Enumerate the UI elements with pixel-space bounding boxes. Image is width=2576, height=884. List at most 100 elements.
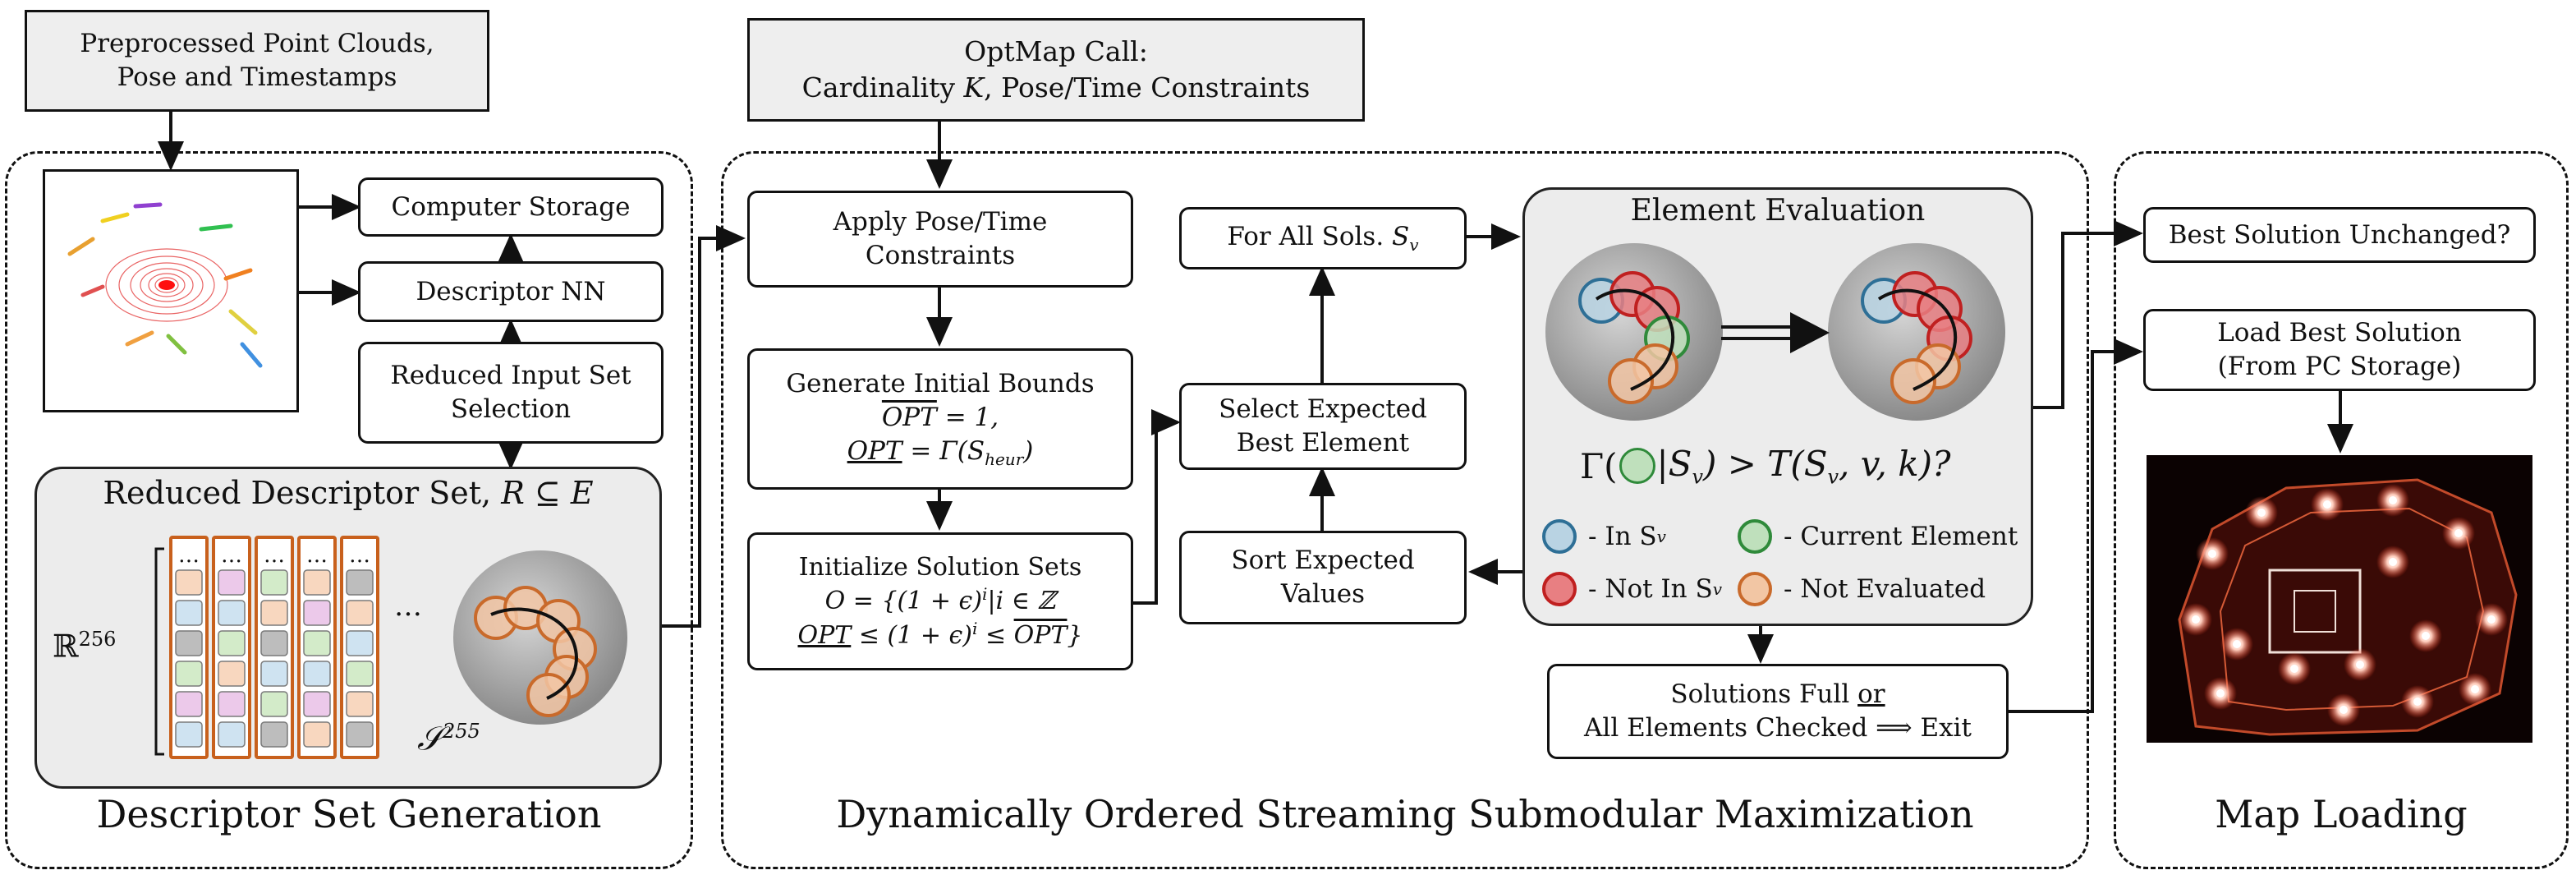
orange-circle-icon (1738, 572, 1772, 606)
exit-line1: Solutions Full or (1670, 679, 1885, 710)
initial-bounds-box: Generate Initial Bounds OPT = 1, OPT = Γ… (747, 348, 1133, 490)
vector-cell (218, 691, 246, 717)
optmap-line1: OptMap Call: (964, 35, 1148, 68)
vector-cell (303, 569, 331, 596)
vector-ellipsis: … (178, 543, 200, 568)
map-building-inner (2294, 590, 2336, 633)
optmap-line2: Cardinality K, Pose/Time Constraints (801, 71, 1311, 104)
bounds-line3: OPT = Γ(Sheur) (847, 436, 1034, 470)
input-line2: Pose and Timestamps (117, 62, 397, 92)
optmap-call-box: OptMap Call: Cardinality K, Pose/Time Co… (747, 18, 1365, 122)
vector-cell (218, 600, 246, 626)
vector-cell (303, 721, 331, 748)
map-light-core (2340, 706, 2348, 714)
computer-storage-label: Computer Storage (391, 191, 631, 222)
reduced-input-line1: Reduced Input Set (390, 361, 631, 391)
arrow-init-to-select (1133, 409, 1181, 605)
reduced-input-box: Reduced Input Set Selection (358, 342, 664, 444)
load-line2: (From PC Storage) (2217, 352, 2462, 381)
descriptor-section-title: Descriptor Set Generation (96, 792, 602, 836)
input-line1: Preprocessed Point Clouds, (80, 29, 434, 59)
map-light-core (2257, 509, 2266, 517)
exit-condition-box: Solutions Full or All Elements Checked ⟹… (1547, 664, 2009, 759)
reduced-input-line2: Selection (450, 394, 572, 424)
exit-line2: All Elements Checked ⟹ Exit (1584, 713, 1972, 743)
select-line1: Select Expected (1219, 394, 1427, 425)
map-light-core (2290, 665, 2298, 673)
map-light-core (2208, 550, 2216, 558)
vector-cell (346, 569, 374, 596)
bounds-line1: Generate Initial Bounds (786, 369, 1095, 399)
bounds-line2: OPT = 1, (881, 403, 999, 433)
threshold-formula: Γ( |Sv) > T(Sv, v, k)? (1580, 444, 1951, 489)
eval-curve (1595, 288, 1675, 391)
sort-values-box: Sort Expected Values (1179, 531, 1467, 624)
point-cloud-image (43, 169, 299, 412)
vector-cell (346, 630, 374, 656)
red-circle-icon (1542, 572, 1577, 606)
vector-cell (218, 569, 246, 596)
map-loading-section (2114, 151, 2569, 869)
green-circle-icon (1738, 519, 1772, 554)
map-light-core (2192, 615, 2200, 624)
vector-cell (303, 661, 331, 687)
select-line2: Best Element (1236, 428, 1410, 458)
ssm-section-title: Dynamically Ordered Streaming Submodular… (836, 792, 1974, 836)
vector-cell (260, 691, 288, 717)
map-light-core (2389, 558, 2397, 566)
blue-circle-icon (1542, 519, 1577, 554)
vector-cell (218, 721, 246, 748)
sort-line1: Sort Expected (1231, 546, 1415, 576)
map-light-core (2233, 640, 2241, 648)
input-data-box: Preprocessed Point Clouds, Pose and Time… (25, 10, 489, 112)
legend-current-element: - Current Element (1738, 519, 2018, 554)
point-cloud-render (67, 202, 263, 368)
computer-storage-box: Computer Storage (358, 177, 664, 237)
eval-curve (1877, 288, 1958, 391)
load-best-box: Load Best Solution (From PC Storage) (2143, 309, 2536, 391)
element-evaluation-title: Element Evaluation (1630, 194, 1926, 228)
map-loading-title: Map Loading (2215, 792, 2468, 836)
vector-ellipsis: … (306, 543, 328, 568)
best-unchanged-label: Best Solution Unchanged? (2168, 219, 2511, 250)
map-light-core (2356, 661, 2364, 669)
current-element-icon (1619, 448, 1655, 485)
vector-cell (346, 600, 374, 626)
arrow-exit-to-load (2009, 338, 2143, 713)
map-light-core (2422, 632, 2430, 640)
sort-line2: Values (1280, 579, 1366, 609)
vector-cell (346, 721, 374, 748)
eval-element (1890, 358, 1936, 404)
map-light-core (2454, 529, 2463, 537)
vector-ellipsis: … (264, 543, 285, 568)
init-line2: O = {(1 + ϵ)i|i ∈ ℤ (824, 584, 1056, 616)
init-line1: Initialize Solution Sets (798, 552, 1082, 582)
r256-label: ℝ256 (53, 628, 117, 665)
map-light-core (2487, 615, 2496, 624)
map-light-core (2413, 698, 2422, 706)
vector-cell (175, 721, 203, 748)
load-line1: Load Best Solution (2217, 318, 2462, 348)
map-light-core (2471, 685, 2479, 693)
implies-arrowhead (1790, 312, 1830, 353)
for-all-label: For All Sols. Sv (1227, 222, 1419, 256)
apply-line2: Constraints (865, 241, 1016, 270)
ssm-section (721, 151, 2089, 869)
for-all-sols-box: For All Sols. Sv (1179, 207, 1467, 269)
descriptor-section (5, 151, 693, 869)
vector-cell (175, 661, 203, 687)
arrow-eval-to-unchanged (2033, 220, 2143, 409)
legend-not-evaluated: - Not Evaluated (1738, 572, 1986, 606)
sphere-element (526, 673, 571, 717)
vector-cell (218, 661, 246, 687)
vector-cell (175, 569, 203, 596)
select-best-box: Select Expected Best Element (1179, 383, 1467, 470)
vector-cell (218, 630, 246, 656)
vector-cell (260, 630, 288, 656)
eval-element (1608, 358, 1654, 404)
vector-cell (346, 691, 374, 717)
vector-cell (303, 630, 331, 656)
